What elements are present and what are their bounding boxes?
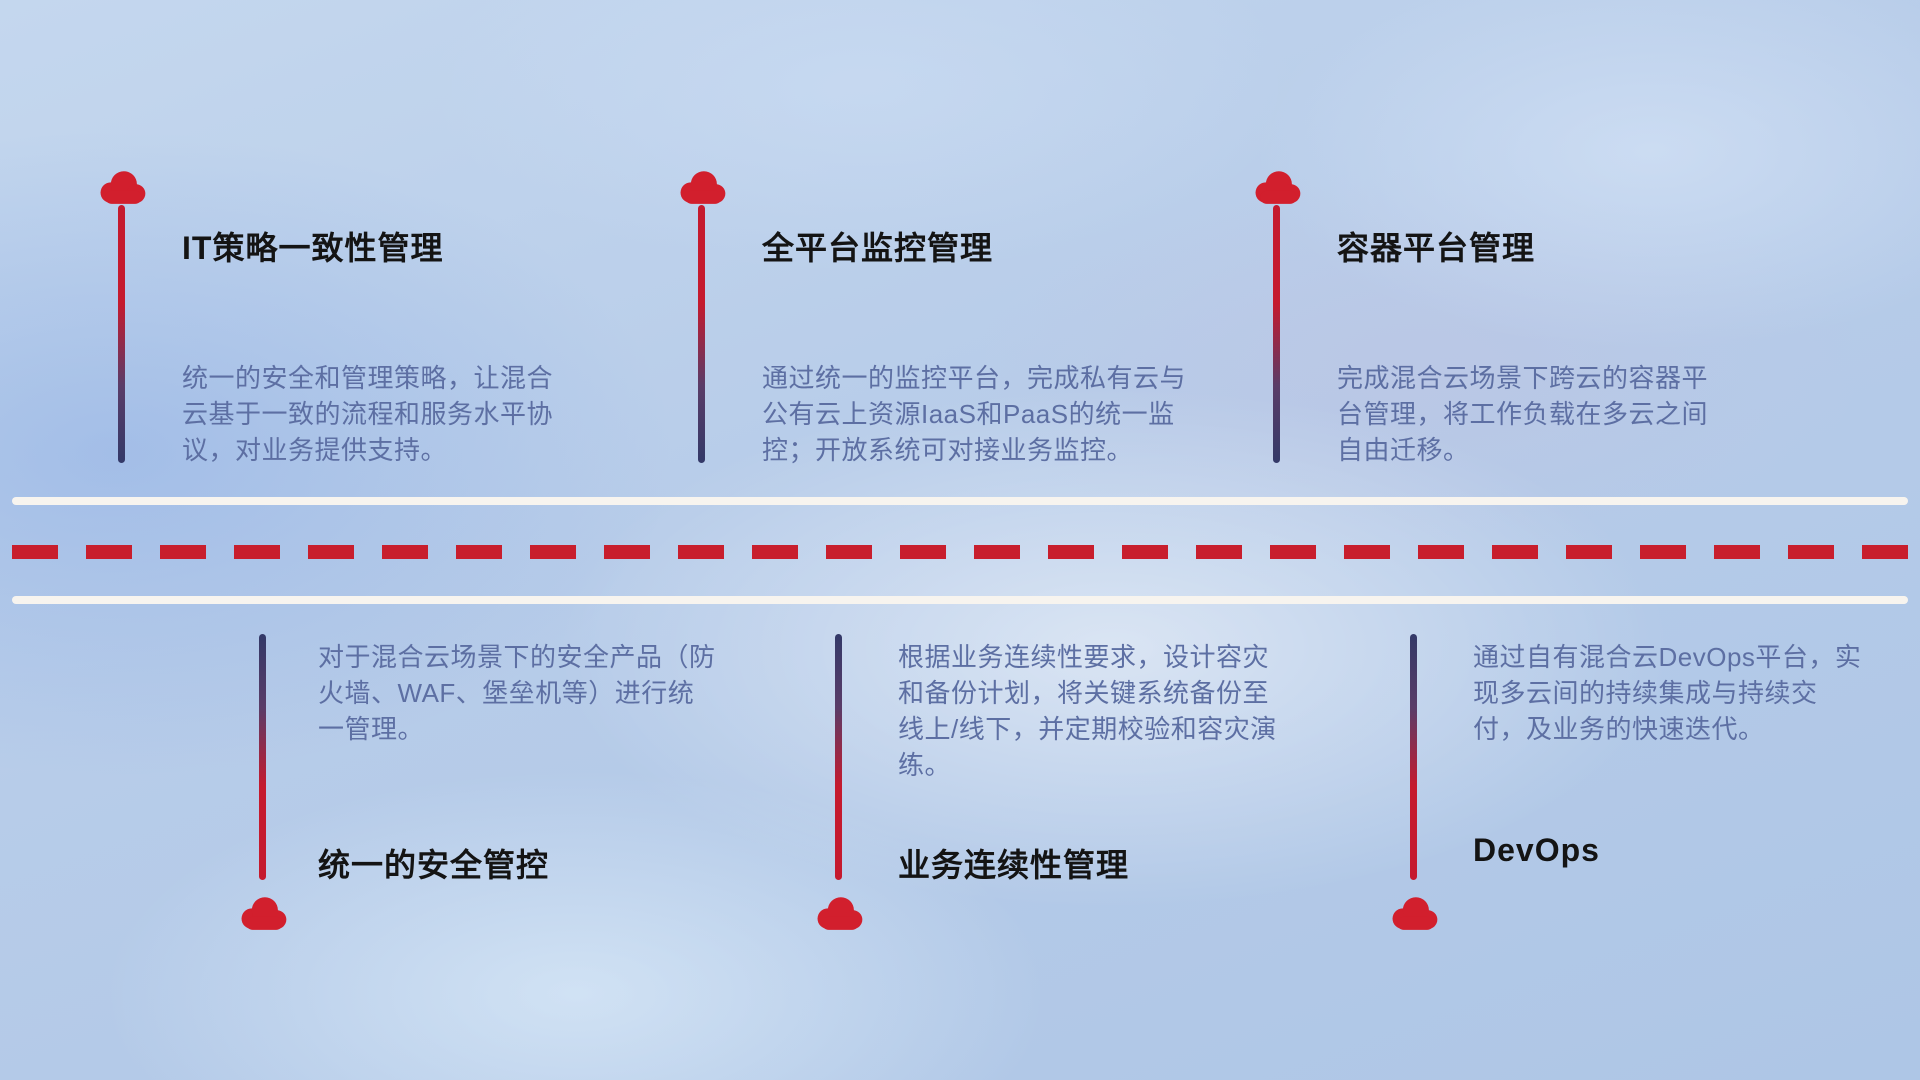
cloud-icon <box>1386 894 1442 934</box>
timeline-pole <box>835 634 842 880</box>
capability-title: IT策略一致性管理 <box>182 230 444 266</box>
road-dashed-centerline <box>12 545 1908 559</box>
capability-title: 业务连续性管理 <box>898 847 1130 883</box>
capability-description: 完成混合云场景下跨云的容器平台管理，将工作负载在多云之间自由迁移。 <box>1337 363 1709 465</box>
capability-title: 容器平台管理 <box>1337 230 1536 266</box>
road-top-line <box>12 497 1908 505</box>
cloud-icon <box>811 894 867 934</box>
timeline-pole <box>118 205 125 463</box>
timeline-pole <box>698 205 705 463</box>
capability-description: 根据业务连续性要求，设计容灾和备份计划，将关键系统备份至线上/线下，并定期校验和… <box>898 642 1277 780</box>
capability-description: 通过统一的监控平台，完成私有云与公有云上资源IaaS和PaaS的统一监控；开放系… <box>762 363 1187 465</box>
capability-title: 全平台监控管理 <box>762 230 994 266</box>
road-bottom-line <box>12 596 1908 604</box>
capability-title: 统一的安全管控 <box>318 847 550 883</box>
capability-title: DevOps <box>1473 832 1600 868</box>
cloud-icon <box>235 894 291 934</box>
cloud-icon <box>94 168 150 208</box>
timeline-pole <box>1410 634 1417 880</box>
cloud-icon <box>1249 168 1305 208</box>
timeline-pole <box>259 634 266 880</box>
capability-description: 通过自有混合云DevOps平台，实现多云间的持续集成与持续交付，及业务的快速迭代… <box>1473 642 1862 744</box>
cloud-icon <box>674 168 730 208</box>
capability-description: 对于混合云场景下的安全产品（防火墙、WAF、堡垒机等）进行统一管理。 <box>318 642 716 744</box>
capability-description: 统一的安全和管理策略，让混合云基于一致的流程和服务水平协议，对业务提供支持。 <box>182 363 554 465</box>
timeline-pole <box>1273 205 1280 463</box>
